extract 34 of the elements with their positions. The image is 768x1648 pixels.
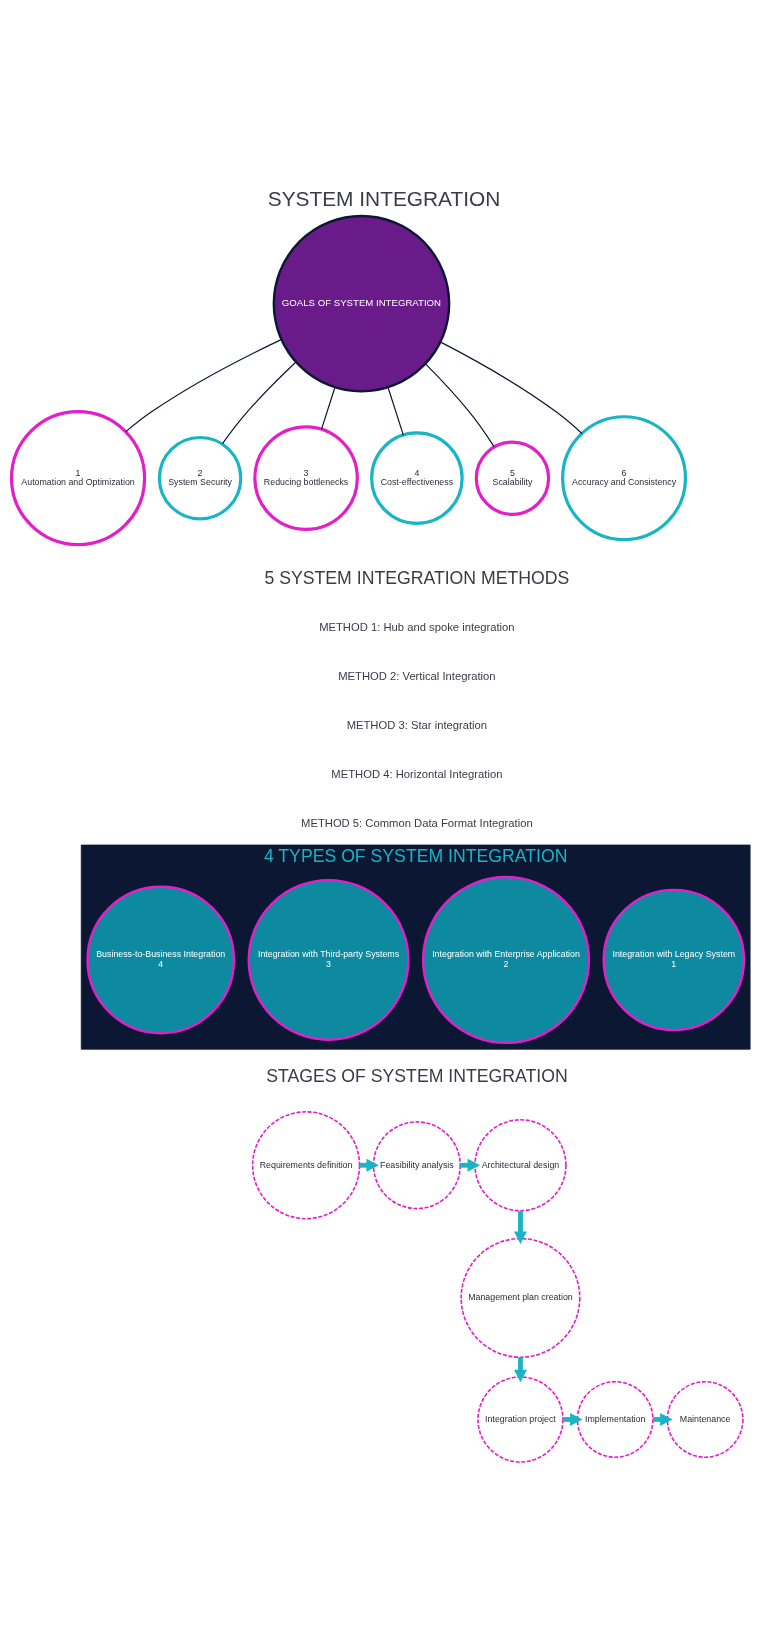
node-circle: 1 Automation and Optimization	[9, 410, 147, 547]
node-circle: Requirements definition	[251, 1111, 361, 1220]
node-circle: 5 Scalability	[474, 440, 551, 516]
node-circle: 2 System Security	[157, 435, 243, 521]
node-circle: Integration project	[477, 1376, 564, 1463]
label: METHOD 1: Hub and spoke integration	[319, 621, 515, 634]
node-circle: Integration with Third-party Systems 3	[247, 878, 410, 1041]
arrow	[513, 1211, 527, 1244]
label: METHOD 5: Common Data Format Integration	[301, 817, 533, 830]
node-circle: Integration with Enterprise Application 2	[421, 875, 591, 1045]
node-circle: GOALS OF SYSTEM INTEGRATION	[272, 214, 451, 393]
label: METHOD 2: Vertical Integration	[338, 670, 496, 683]
arrow	[513, 1357, 527, 1383]
connector	[320, 386, 336, 430]
connector	[125, 339, 282, 433]
node-circle: Management plan creation	[460, 1237, 581, 1359]
node-circle: 3 Reducing bottlenecks	[253, 425, 359, 531]
label: STAGES OF SYSTEM INTEGRATION	[266, 1065, 568, 1086]
node-circle: Maintenance	[666, 1380, 744, 1458]
connector	[424, 363, 495, 448]
label: 5 SYSTEM INTEGRATION METHODS	[264, 567, 570, 588]
label: METHOD 3: Star integration	[346, 719, 488, 732]
label: METHOD 4: Horizontal Integration	[331, 768, 503, 781]
node-circle: Architectural design	[474, 1119, 567, 1212]
connector	[221, 361, 297, 445]
connector	[387, 386, 404, 436]
node-circle: Implementation	[576, 1380, 654, 1458]
connector	[440, 341, 583, 435]
diagram-title: SYSTEM INTEGRATION	[267, 187, 501, 211]
node-circle: 4 Cost-effectiveness	[370, 431, 464, 525]
node-circle: Feasibility analysis	[372, 1121, 462, 1210]
node-circle: Business-to-Business Integration 4	[86, 885, 236, 1035]
node-circle: 6 Accuracy and Consistency	[561, 415, 688, 542]
node-circle: Integration with Legacy System 1	[602, 888, 746, 1032]
